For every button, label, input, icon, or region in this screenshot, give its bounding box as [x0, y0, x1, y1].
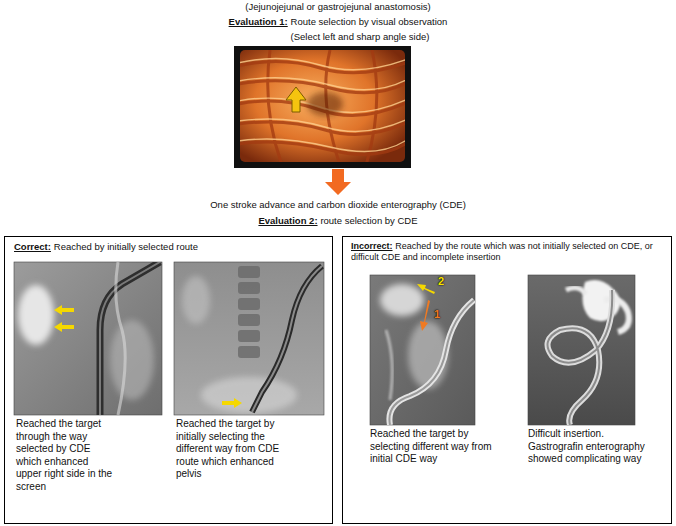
xray-ground: [14, 262, 162, 415]
enhanced-bowel: [18, 285, 54, 345]
text-line: Correct:Reached by initially selected ro…: [14, 241, 323, 253]
result-panel: Incorrect:Reached by the route which was…: [342, 236, 672, 524]
body-text: One stroke advance and carbon dioxide en…: [210, 199, 466, 210]
endoscope-core: [100, 262, 160, 415]
body-text: Reached by the route which was not initi…: [351, 241, 653, 262]
heading-text: Correct:: [14, 241, 51, 252]
overtube: [116, 262, 125, 415]
endoscope: [100, 262, 160, 415]
xray-image-2: [174, 262, 324, 415]
heading-text: Incorrect:: [351, 241, 393, 251]
endoscope: [389, 300, 474, 425]
yellow-arrow: [222, 398, 242, 408]
body-text: route selection by CDE: [320, 215, 417, 226]
gastrografin-contrast: [566, 288, 586, 294]
xray-image-3: [370, 275, 475, 425]
image-caption: Reached the target by selecting differen…: [370, 428, 496, 466]
xray-ground: [174, 262, 324, 415]
enhanced-pelvis: [201, 377, 297, 413]
endoscope: [252, 266, 322, 412]
xray-ground: [528, 275, 635, 425]
endoscope-core: [548, 290, 613, 425]
spine: [238, 266, 260, 358]
mucosal-folds: [240, 50, 405, 162]
xray-image-1: [14, 262, 162, 420]
subtitle: (Jejunojejunal or gastrojejunal anastomo…: [0, 1, 676, 13]
text-line: (Select left and sharp angle side): [154, 29, 522, 44]
bowel-loop: [386, 330, 392, 400]
yellow-arrow: [54, 322, 74, 332]
callout-number: 1: [434, 308, 440, 320]
yellow-arrow: [417, 284, 435, 294]
shadow: [110, 320, 154, 400]
yellow-arrow: [286, 87, 306, 112]
endoscope-loop: [548, 290, 613, 425]
image-caption: Reached the target through the way selec…: [16, 418, 116, 493]
step-block: One stroke advance and carbon dioxide en…: [100, 197, 576, 229]
image-caption: Reached the target by initially selectin…: [176, 418, 288, 481]
endoscope-core: [389, 300, 474, 425]
body-text: Route selection by visual observation: [291, 16, 448, 27]
kidney-shadow: [182, 276, 210, 324]
yellow-arrow: [54, 305, 74, 315]
heading-text: Evaluation 2:: [258, 215, 317, 226]
heading-text: Evaluation 1:: [229, 16, 288, 27]
callout-number: 2: [438, 275, 444, 287]
xray-image-4: [528, 275, 635, 425]
flow-arrow: [325, 169, 351, 195]
fold-highlights: [240, 58, 405, 151]
orange-arrow: [420, 300, 430, 331]
xray-ground: [370, 275, 475, 425]
image-frame: [234, 46, 411, 168]
text-line: One stroke advance and carbon dioxide en…: [104, 197, 572, 213]
image-caption: Difficult insertion. Gastrografin entero…: [528, 428, 658, 466]
text-line: Incorrect:Reached by the route which was…: [351, 241, 663, 262]
endoscope-core: [252, 266, 322, 412]
text-line: Evaluation 2:route selection by CDE: [104, 213, 572, 229]
contrast-stomach: [380, 284, 424, 316]
text-line: Evaluation 1:Route selection by visual o…: [154, 14, 522, 29]
result-panel: Correct:Reached by initially selected ro…: [4, 236, 333, 524]
lumen: [307, 92, 343, 116]
body-text: (Select left and sharp angle side): [291, 31, 430, 42]
evaluation-block: Evaluation 1:Route selection by visual o…: [150, 14, 526, 168]
body-text: Reached by initially selected route: [54, 241, 198, 252]
endoscopic-image: [234, 46, 411, 168]
